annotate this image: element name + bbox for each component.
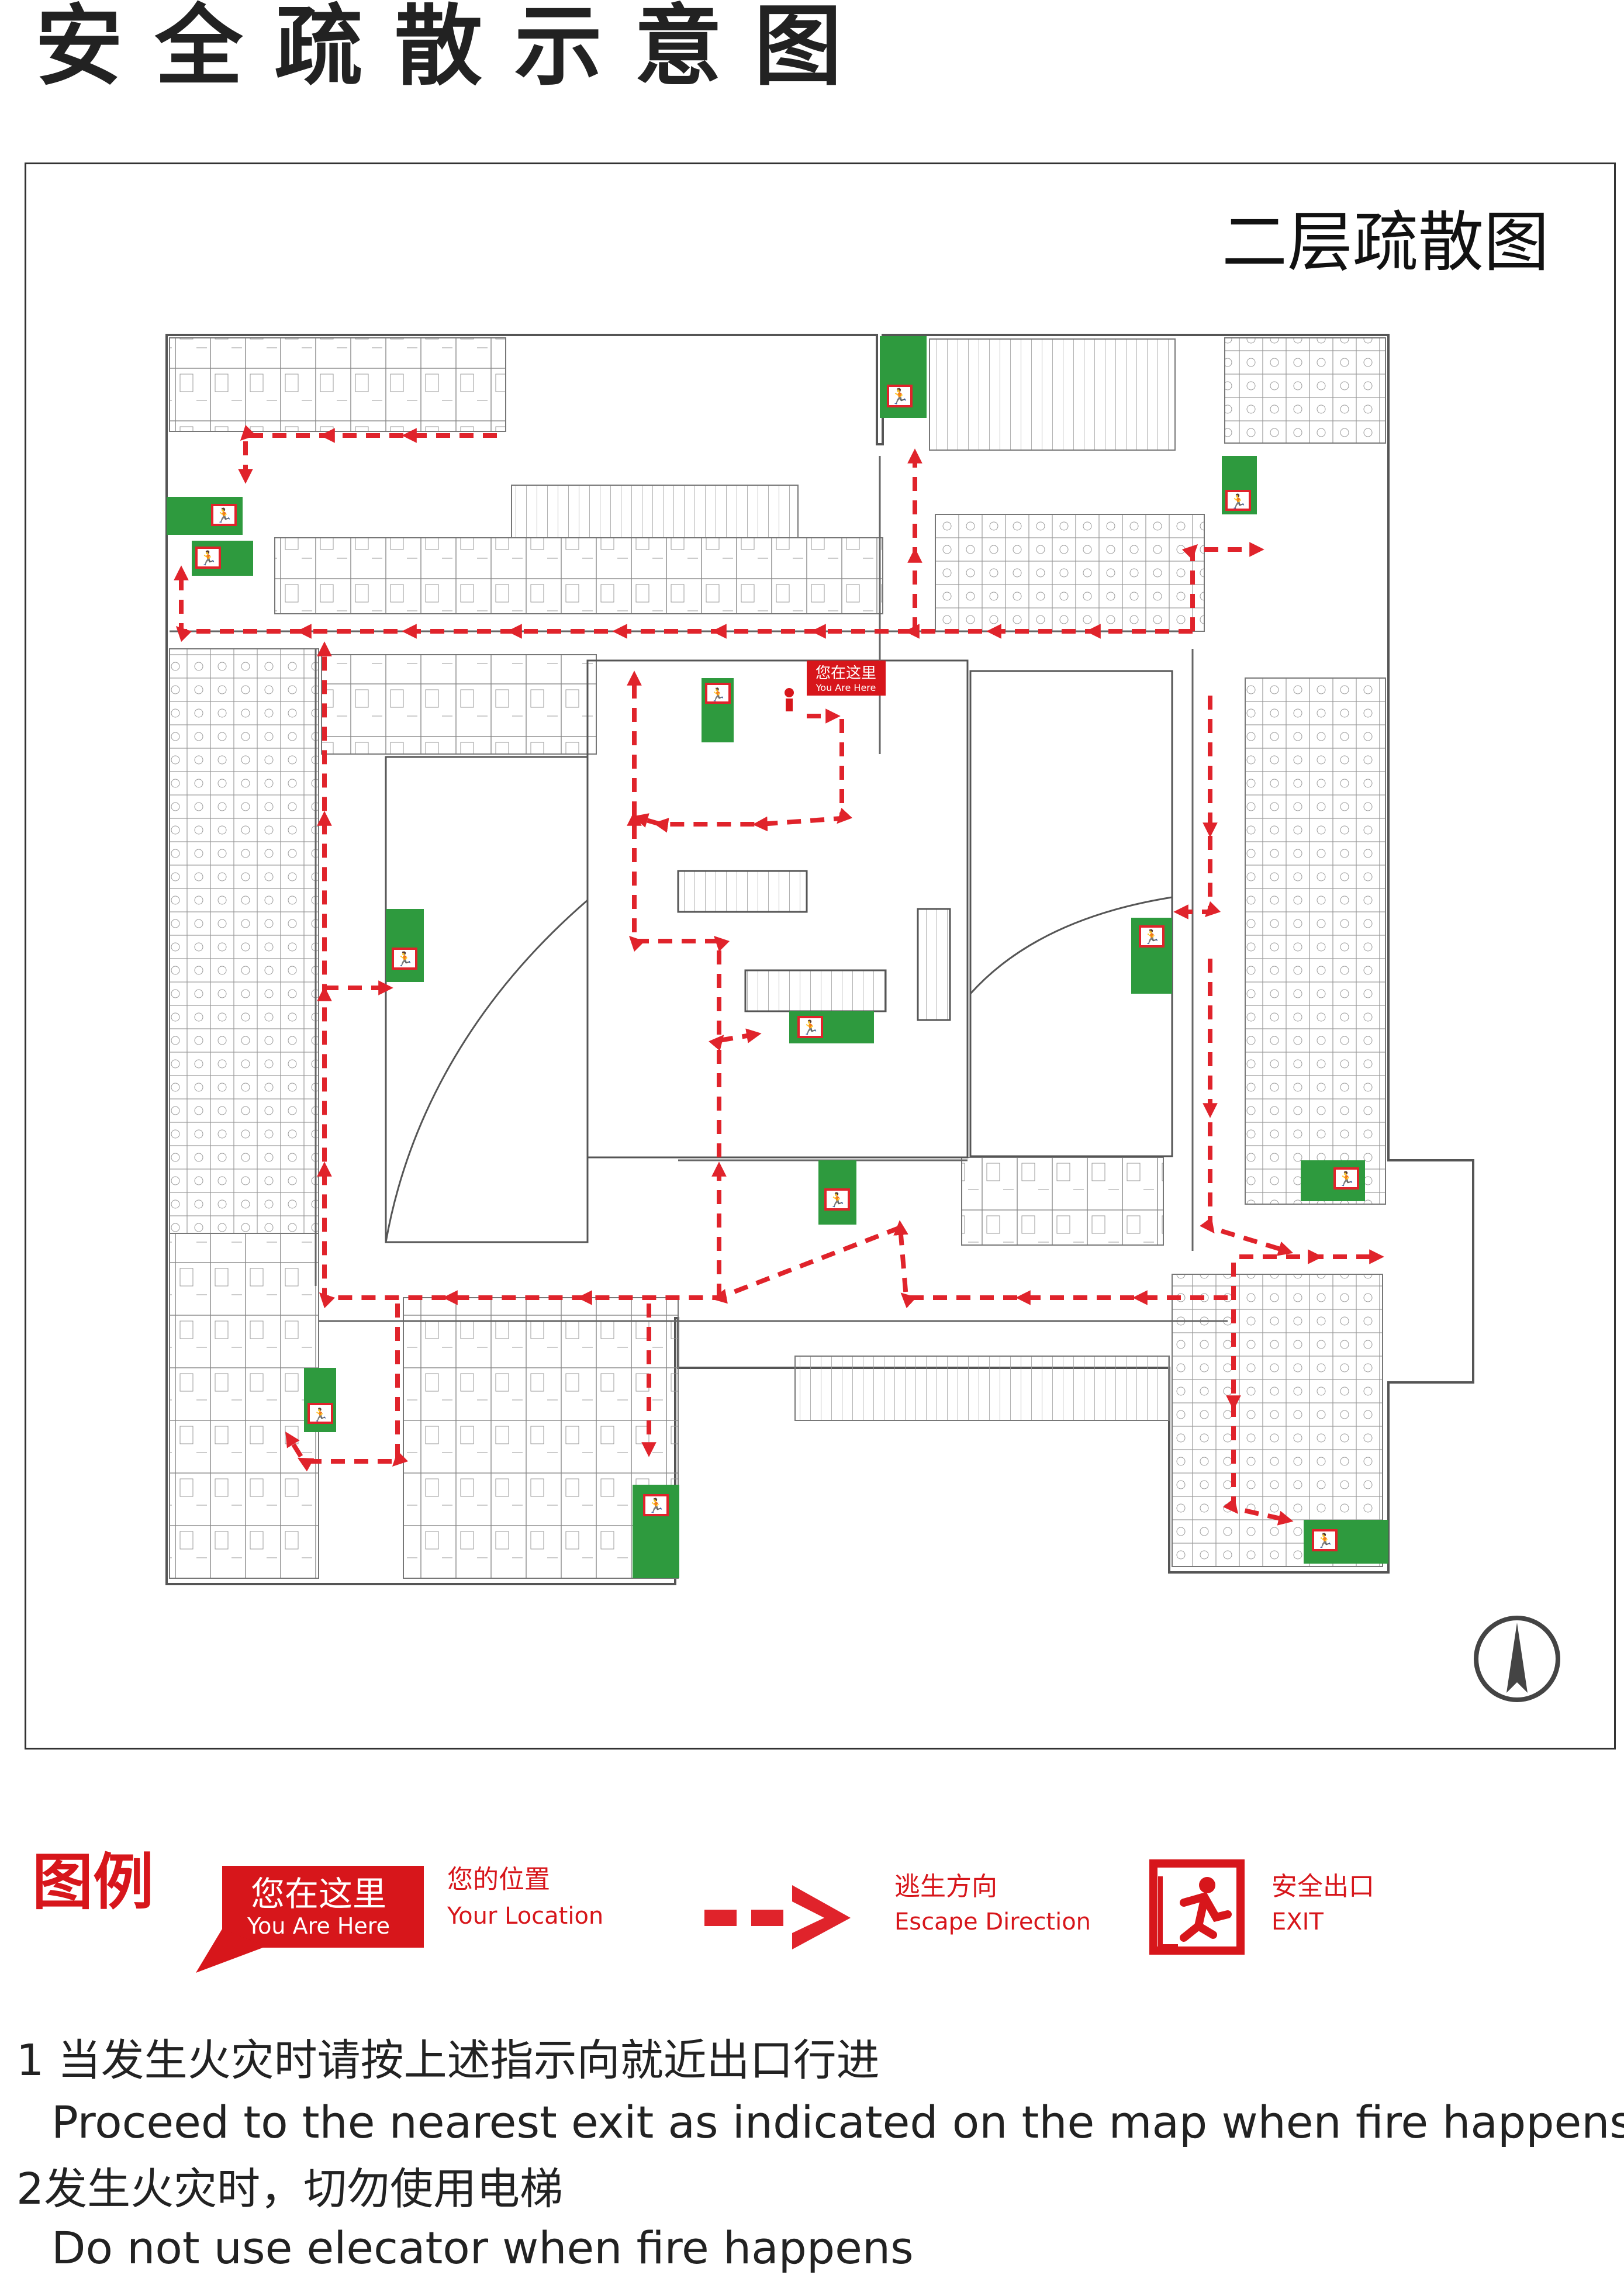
note-2-en: Do not use elecator when fire happens <box>51 2222 914 2274</box>
note-2-cn: 2发生火灾时，切勿使用电梯 <box>16 2164 564 2214</box>
exit-sign: 🏃 <box>818 1160 856 1225</box>
escape-route <box>1223 1263 1294 1526</box>
exit-sign: 🏃 <box>1304 1520 1388 1564</box>
exit-sign: 🏃 <box>880 336 927 418</box>
escape-route <box>893 1220 1228 1309</box>
note-1-cn: 1 当发生火灾时请按上述指示向就近出口行进 <box>16 2035 880 2086</box>
svg-text:🏃: 🏃 <box>801 1019 819 1036</box>
svg-text:🏃: 🏃 <box>647 1498 665 1514</box>
note-1-en: Proceed to the nearest exit as indicated… <box>51 2096 1624 2148</box>
legend-badge-cn: 您在这里 <box>251 1874 386 1914</box>
exit-sign: 🏃 <box>304 1368 336 1432</box>
escape-route <box>317 641 901 1309</box>
escape-route <box>633 719 853 833</box>
svg-text:🏃: 🏃 <box>312 1408 328 1423</box>
exit-sign: 🏃 <box>1222 456 1257 514</box>
escape-route <box>1181 542 1264 631</box>
svg-text:🏃: 🏃 <box>1316 1533 1333 1549</box>
rooms-layer <box>169 337 1386 1579</box>
exit-sign: 🏃 <box>702 678 734 742</box>
legend-escape-cn: 逃生方向 <box>894 1872 997 1901</box>
legend-escape-en: Escape Direction <box>894 1908 1091 1935</box>
svg-text:🏃: 🏃 <box>828 1192 846 1208</box>
escape-route <box>708 1028 762 1298</box>
escape-route <box>238 424 497 484</box>
you-are-here-cn: 您在这里 <box>816 665 876 682</box>
exit-sign: 🏃 <box>167 497 243 535</box>
legend-location-cn: 您的位置 <box>447 1865 550 1894</box>
svg-text:🏃: 🏃 <box>1229 493 1247 510</box>
svg-text:🏃: 🏃 <box>215 507 233 524</box>
svg-text:🏃: 🏃 <box>199 550 217 566</box>
legend-location-en: Your Location <box>447 1903 604 1930</box>
exit-sign: 🏃 <box>633 1485 679 1578</box>
exits: 🏃 🏃 🏃 🏃 🏃 🏃 🏃 🏃 🏃 🏃 🏃 🏃 🏃 <box>167 336 1388 1578</box>
map-frame <box>25 162 1616 1750</box>
legend-exit-en: EXIT <box>1271 1908 1324 1935</box>
escape-routes <box>174 424 1384 1526</box>
exit-sign: 🏃 <box>1131 918 1172 994</box>
escape-route <box>1173 696 1221 919</box>
exit-icon <box>1149 1859 1245 1955</box>
exit-sign: 🏃 <box>192 541 253 576</box>
floor-plan: 🏃 🏃 🏃 🏃 🏃 🏃 🏃 🏃 🏃 🏃 🏃 🏃 🏃 您在这里 You Are H… <box>165 334 1560 1702</box>
escape-route <box>174 565 912 642</box>
you-are-here-en: You Are Here <box>816 682 876 693</box>
floor-title: 二层疏散图 <box>1222 205 1549 281</box>
you-are-here-badge: 您在这里 You Are Here <box>196 1866 424 1973</box>
svg-text:🏃: 🏃 <box>1143 929 1160 945</box>
svg-text:🏃: 🏃 <box>396 951 413 967</box>
you-are-here-marker: 您在这里 You Are Here <box>785 661 886 711</box>
svg-text:🏃: 🏃 <box>710 687 725 703</box>
exit-sign: 🏃 <box>789 1011 874 1043</box>
north-arrow-icon <box>1474 1616 1560 1702</box>
exit-sign: 🏃 <box>386 909 424 982</box>
svg-text:🏃: 🏃 <box>890 388 909 406</box>
svg-text:🏃: 🏃 <box>1338 1171 1355 1187</box>
escape-direction-icon <box>704 1885 851 1949</box>
legend-title: 图例 <box>32 1847 154 1918</box>
page-title: 安全疏散示意图 <box>35 0 875 98</box>
escape-route <box>285 1304 409 1472</box>
legend-badge-en: You Are Here <box>247 1913 390 1939</box>
escape-route <box>1200 959 1294 1256</box>
exit-sign: 🏃 <box>1301 1160 1365 1201</box>
legend-exit-cn: 安全出口 <box>1271 1872 1374 1901</box>
